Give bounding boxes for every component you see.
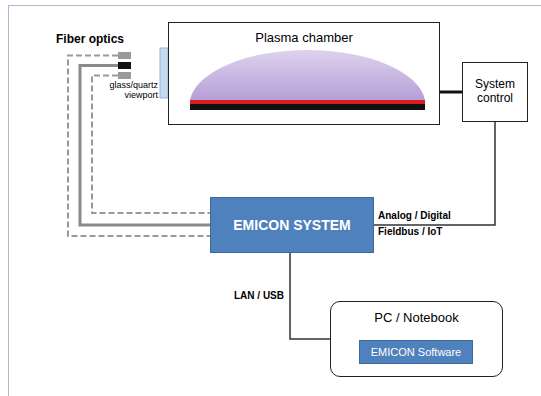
software-box: EMICON Software xyxy=(359,340,473,364)
substrate-layer xyxy=(190,100,425,104)
node-text: EMICON Software xyxy=(371,346,461,359)
connector-line xyxy=(440,91,462,94)
plasma-dome xyxy=(190,50,425,100)
fiber-line xyxy=(80,66,210,226)
node-text: EMICON SYSTEM xyxy=(233,217,350,233)
part-label: glass/quartz viewport xyxy=(98,80,158,101)
node-text: Plasma chamber xyxy=(255,31,353,46)
connector-line xyxy=(374,122,495,225)
edge-label: LAN / USB xyxy=(234,290,284,302)
node-text: PC / Notebook xyxy=(331,311,502,326)
system-box: EMICON SYSTEM xyxy=(210,197,374,253)
connector-line xyxy=(290,253,330,339)
fiber-line xyxy=(68,56,210,237)
electrode-layer xyxy=(190,104,425,110)
signal-label: Fieldbus / IoT xyxy=(378,226,478,238)
pc-box: PC / NotebookEMICON Software xyxy=(330,301,503,377)
node-text: System control xyxy=(467,78,523,106)
fiber-end xyxy=(118,52,131,59)
page-frame xyxy=(9,6,541,396)
chamber-box: Plasma chamber xyxy=(168,22,440,125)
fiber-line xyxy=(92,76,210,214)
viewport-window xyxy=(160,48,168,98)
fiber-end xyxy=(118,72,131,79)
fiber-end xyxy=(118,62,131,69)
edge-label: Analog / Digital xyxy=(378,210,451,222)
part-label: Fiber optics xyxy=(56,33,136,47)
control-box: System control xyxy=(462,62,528,122)
